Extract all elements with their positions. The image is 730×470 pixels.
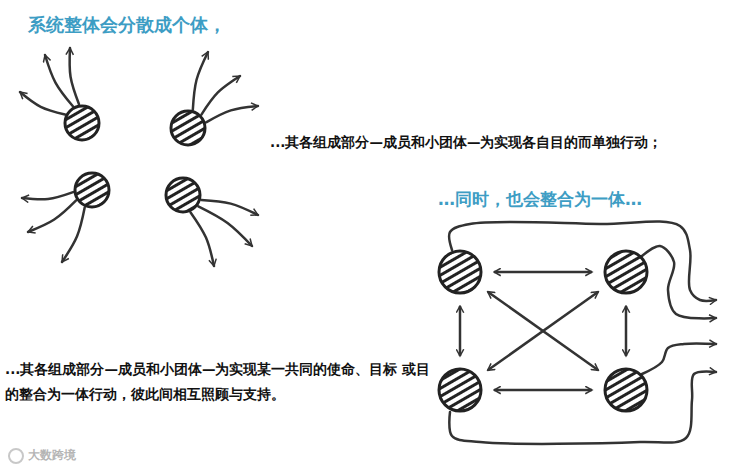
hatched-circle xyxy=(439,369,481,411)
hatched-circle xyxy=(171,111,205,145)
watermark: 大数跨境 xyxy=(28,447,148,463)
note: ...其各组成部分—成员和小团体—为实现某一共同的使命、目标 或目的整合为一体行… xyxy=(5,357,437,407)
watermark-logo xyxy=(9,449,23,463)
mutual-arrow xyxy=(488,292,599,371)
scatter-arrow xyxy=(206,106,258,122)
scatter-arrow xyxy=(193,52,208,110)
mutual-arrow xyxy=(494,271,592,274)
mutual-arrow xyxy=(488,292,599,371)
title: 系统整体会分散成个体， xyxy=(28,13,226,37)
scatter-arrow xyxy=(70,48,79,104)
hatched-circle xyxy=(605,251,647,293)
hatched-circle xyxy=(439,251,481,293)
scatter-arrow xyxy=(20,92,65,115)
hatched-circle xyxy=(65,106,99,140)
mutual-arrow xyxy=(494,389,592,392)
loop-arrow xyxy=(449,221,716,300)
scatter-arrow xyxy=(28,200,76,232)
mutual-arrow xyxy=(625,306,628,356)
loop-arrow xyxy=(642,246,716,318)
hatched-circle xyxy=(75,173,109,207)
loop-arrow xyxy=(642,344,716,374)
scatter-arrow xyxy=(62,208,85,262)
loop-arrow xyxy=(449,371,716,443)
subheading: …同时，也会整合为一体… xyxy=(438,188,728,210)
hatched-circle xyxy=(166,178,200,212)
scatter-arrow xyxy=(191,212,214,266)
scatter-arrow xyxy=(22,192,73,199)
mutual-arrow xyxy=(459,306,462,356)
note: ...其各组成部分—成员和小团体—为实现各自目的而单独行动； xyxy=(270,132,730,152)
hatched-circle xyxy=(605,369,647,411)
